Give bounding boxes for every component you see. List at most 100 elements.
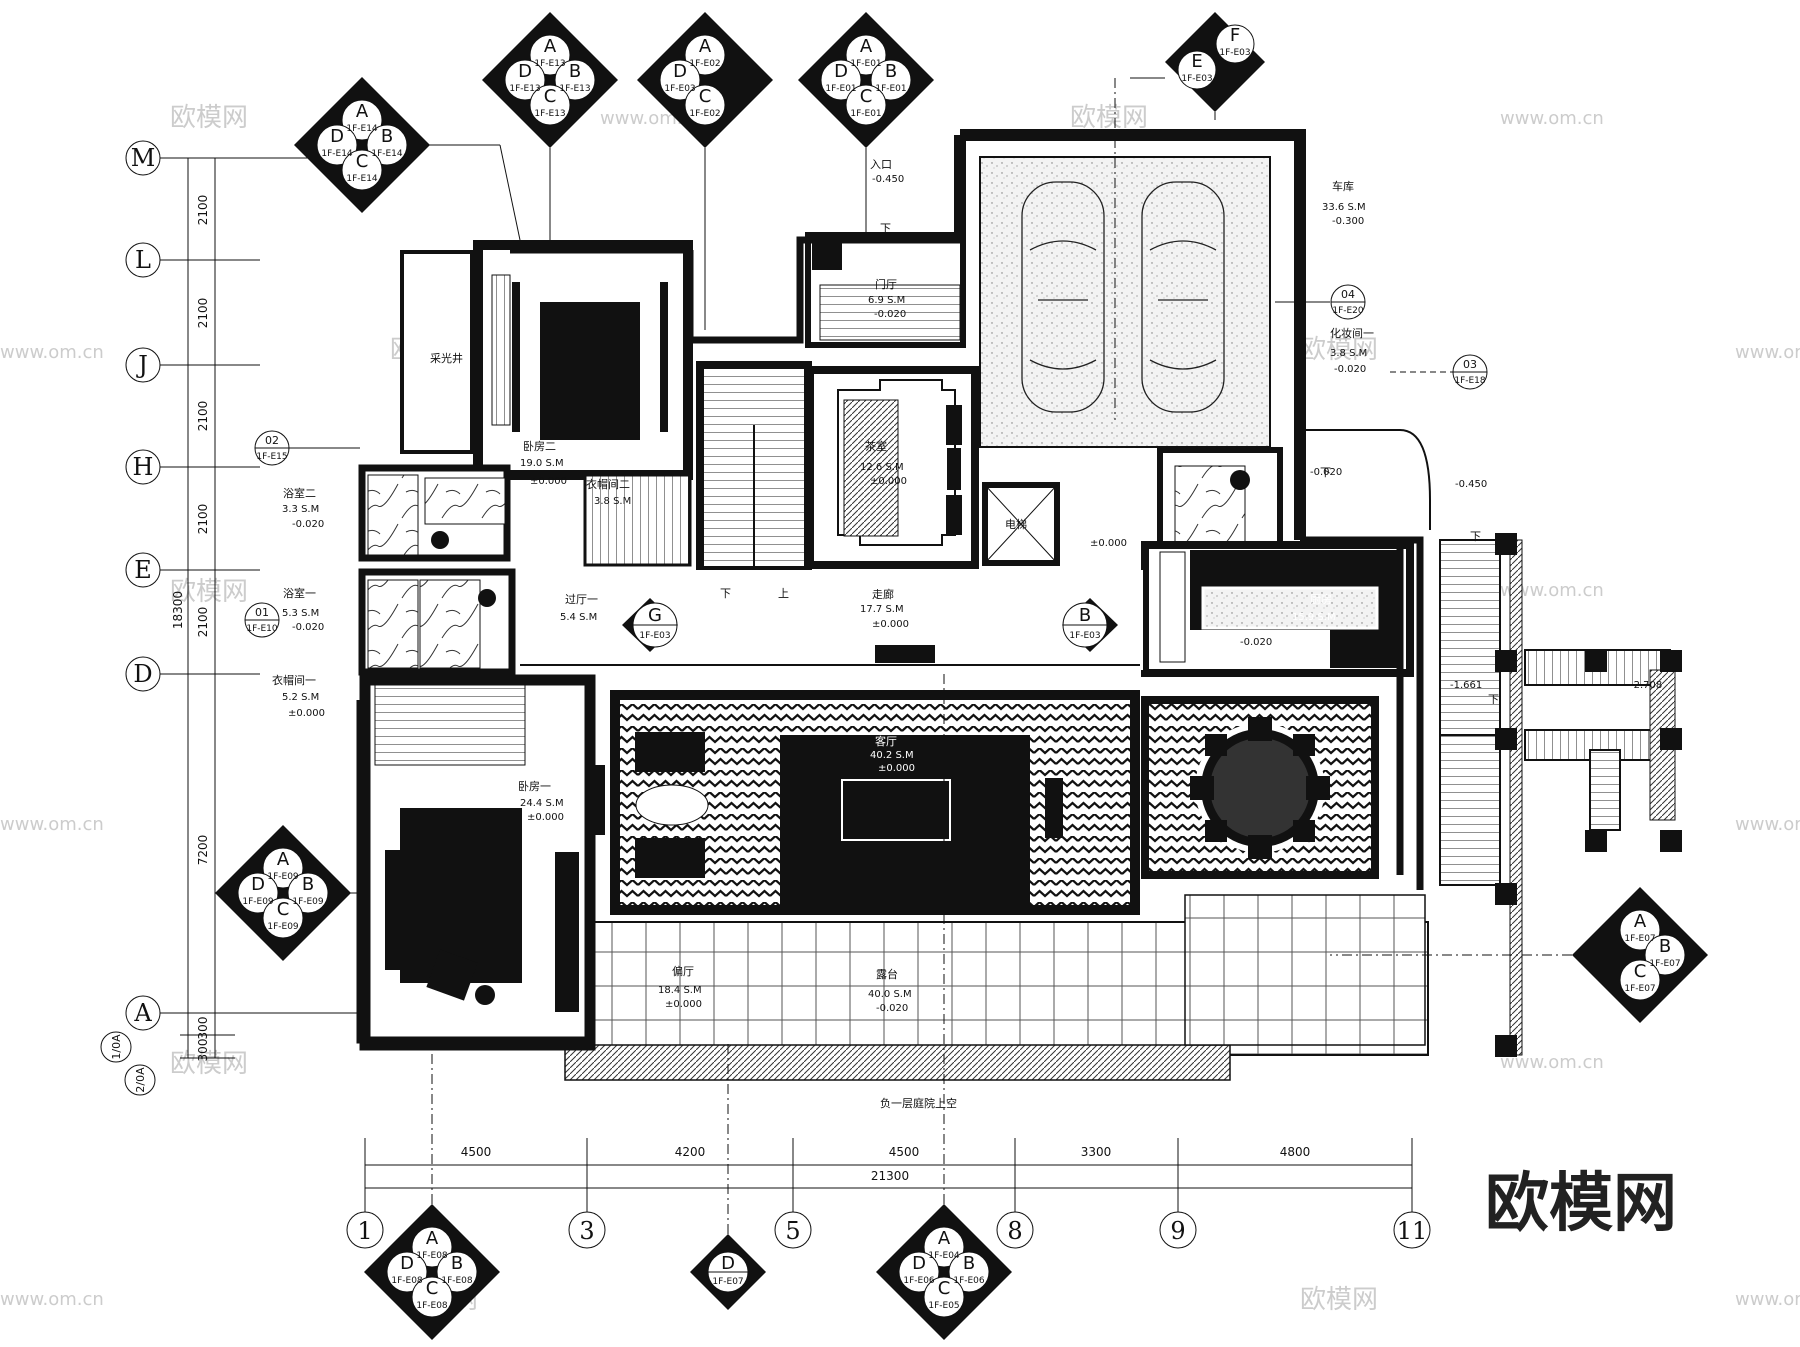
svg-text:1F-E05: 1F-E05 [928, 1301, 959, 1311]
elevation-tag-E09: A1F-E09 D1F-E09 B1F-E09 C1F-E09 [215, 825, 351, 961]
svg-text:1F-E13: 1F-E13 [534, 109, 565, 119]
svg-text:D: D [673, 61, 687, 82]
svg-text:5.4 S.M: 5.4 S.M [560, 612, 597, 623]
svg-text:-0.300: -0.300 [1332, 216, 1364, 227]
svg-text:1F-E08: 1F-E08 [416, 1251, 448, 1261]
svg-text:浴室二: 浴室二 [283, 486, 316, 500]
watermark-site: www.om.cn [1735, 342, 1800, 363]
svg-text:24.4 S.M: 24.4 S.M [520, 798, 564, 809]
garage-floor [979, 156, 1271, 448]
svg-text:300: 300 [196, 1039, 210, 1062]
watermark-site: www.om.cn [1500, 1052, 1604, 1073]
elevation-tag-E13: A1F-E13 D1F-E13 B1F-E13 C1F-E13 [482, 12, 618, 148]
svg-text:3.8 S.M: 3.8 S.M [594, 496, 631, 507]
elevation-tag-E03: F1F-E03 E1F-E03 [1165, 12, 1265, 112]
corridor-marks: G1F-E03 B1F-E03 [622, 598, 1118, 652]
svg-text:B: B [451, 1253, 463, 1274]
svg-text:1F-E01: 1F-E01 [875, 84, 906, 94]
elevation-tags: A1F-E14 D1F-E14 B1F-E14 C1F-E14 A1F-E13 … [215, 12, 1708, 1340]
column-grid-bubbles: 1 3 5 8 9 11 [346, 1211, 1431, 1249]
watermark-site: www.om.cn [1500, 108, 1604, 129]
svg-text:1F-E20: 1F-E20 [1332, 306, 1364, 316]
watermark-site: www.om.cn [0, 814, 104, 835]
svg-text:1F-E07: 1F-E07 [712, 1277, 743, 1287]
svg-text:4500: 4500 [461, 1145, 492, 1159]
svg-text:-0.020: -0.020 [876, 1003, 908, 1014]
svg-text:1F-E02: 1F-E02 [689, 109, 720, 119]
svg-text:2100: 2100 [196, 504, 210, 535]
room-hall-one: 过厅一 5.4 S.M [560, 593, 598, 623]
bed [540, 302, 640, 440]
watermark-logo: 欧模网 [170, 103, 248, 133]
horizontal-dim-labels: 4500 4200 4500 3300 4800 21300 [461, 1145, 1311, 1183]
svg-text:1F-E07: 1F-E07 [1624, 934, 1655, 944]
svg-text:A: A [426, 1228, 439, 1249]
svg-text:3.8 S.M: 3.8 S.M [1330, 348, 1367, 359]
svg-text:B: B [381, 126, 393, 147]
svg-text:±0.000: ±0.000 [527, 812, 564, 823]
wardrobe-two [583, 473, 692, 567]
svg-text:1F-E08: 1F-E08 [416, 1301, 448, 1311]
horizontal-dimension-chain [364, 1138, 1413, 1212]
svg-text:D: D [721, 1253, 735, 1274]
svg-text:18.4 S.M: 18.4 S.M [658, 985, 702, 996]
svg-text:17.7 S.M: 17.7 S.M [860, 604, 904, 615]
svg-text:-0.450: -0.450 [872, 174, 904, 185]
lightwell [400, 250, 474, 454]
level-marks: -0.020 -0.450 -1.661 -2.708 ±0.000 下 下 下… [720, 222, 1662, 1110]
svg-text:E: E [134, 556, 152, 584]
svg-text:电梯: 电梯 [1005, 518, 1027, 531]
svg-text:车库: 车库 [1332, 179, 1354, 193]
svg-text:1F-E08: 1F-E08 [391, 1276, 423, 1286]
svg-text:厨房: 厨房 [1310, 593, 1332, 606]
svg-text:1F-E01: 1F-E01 [850, 109, 881, 119]
section-mark-04: 04 1F-E20 [1330, 284, 1366, 320]
svg-text:C: C [1634, 961, 1647, 982]
svg-text:04: 04 [1341, 288, 1355, 301]
columns [1495, 533, 1682, 1057]
elevation-tag-E14: A1F-E14 D1F-E14 B1F-E14 C1F-E14 [294, 77, 430, 213]
svg-text:40.0 S.M: 40.0 S.M [868, 989, 912, 1000]
svg-text:1F-E09: 1F-E09 [292, 897, 324, 907]
svg-text:2100: 2100 [196, 401, 210, 432]
watermark-site: www.om.cn [1500, 580, 1604, 601]
building-plan [356, 129, 1682, 1081]
svg-text:1F-E14: 1F-E14 [346, 174, 378, 184]
svg-text:A: A [133, 999, 152, 1027]
svg-text:02: 02 [265, 434, 279, 447]
svg-text:300: 300 [196, 1017, 210, 1040]
grid-bubble-M: M [125, 140, 161, 176]
room-lightwell: 采光井 [430, 351, 463, 365]
elevation-tag-E07: A1F-E07 B1F-E07 C1F-E07 [1572, 887, 1708, 1023]
svg-text:±0.000: ±0.000 [872, 619, 909, 630]
svg-text:±0.000: ±0.000 [288, 708, 325, 719]
room-entrance: 入口-0.450 [870, 158, 904, 185]
grid-bubble-E: E [125, 552, 161, 588]
svg-text:1F-E09: 1F-E09 [267, 872, 299, 882]
svg-text:C: C [938, 1278, 951, 1299]
svg-text:H: H [133, 453, 154, 481]
svg-text:-0.020: -0.020 [1240, 637, 1272, 648]
svg-text:化妆间一: 化妆间一 [1330, 326, 1374, 340]
elevation-tag-E07-single: D 1F-E07 [690, 1234, 766, 1310]
svg-text:客厅: 客厅 [875, 734, 897, 748]
svg-text:C: C [426, 1278, 439, 1299]
svg-text:A: A [277, 849, 290, 870]
elevation-tag-E04: A1F-E04 D1F-E06 B1F-E06 C1F-E05 [876, 1204, 1012, 1340]
svg-text:B: B [1079, 605, 1091, 626]
terrace-edge [564, 1044, 1231, 1081]
svg-text:5.3 S.M: 5.3 S.M [282, 608, 319, 619]
svg-text:过厅一: 过厅一 [565, 593, 598, 606]
svg-text:采光井: 采光井 [430, 351, 463, 365]
svg-text:A: A [1634, 911, 1647, 932]
stair-up: 上 [778, 587, 789, 600]
svg-text:7200: 7200 [196, 835, 210, 866]
